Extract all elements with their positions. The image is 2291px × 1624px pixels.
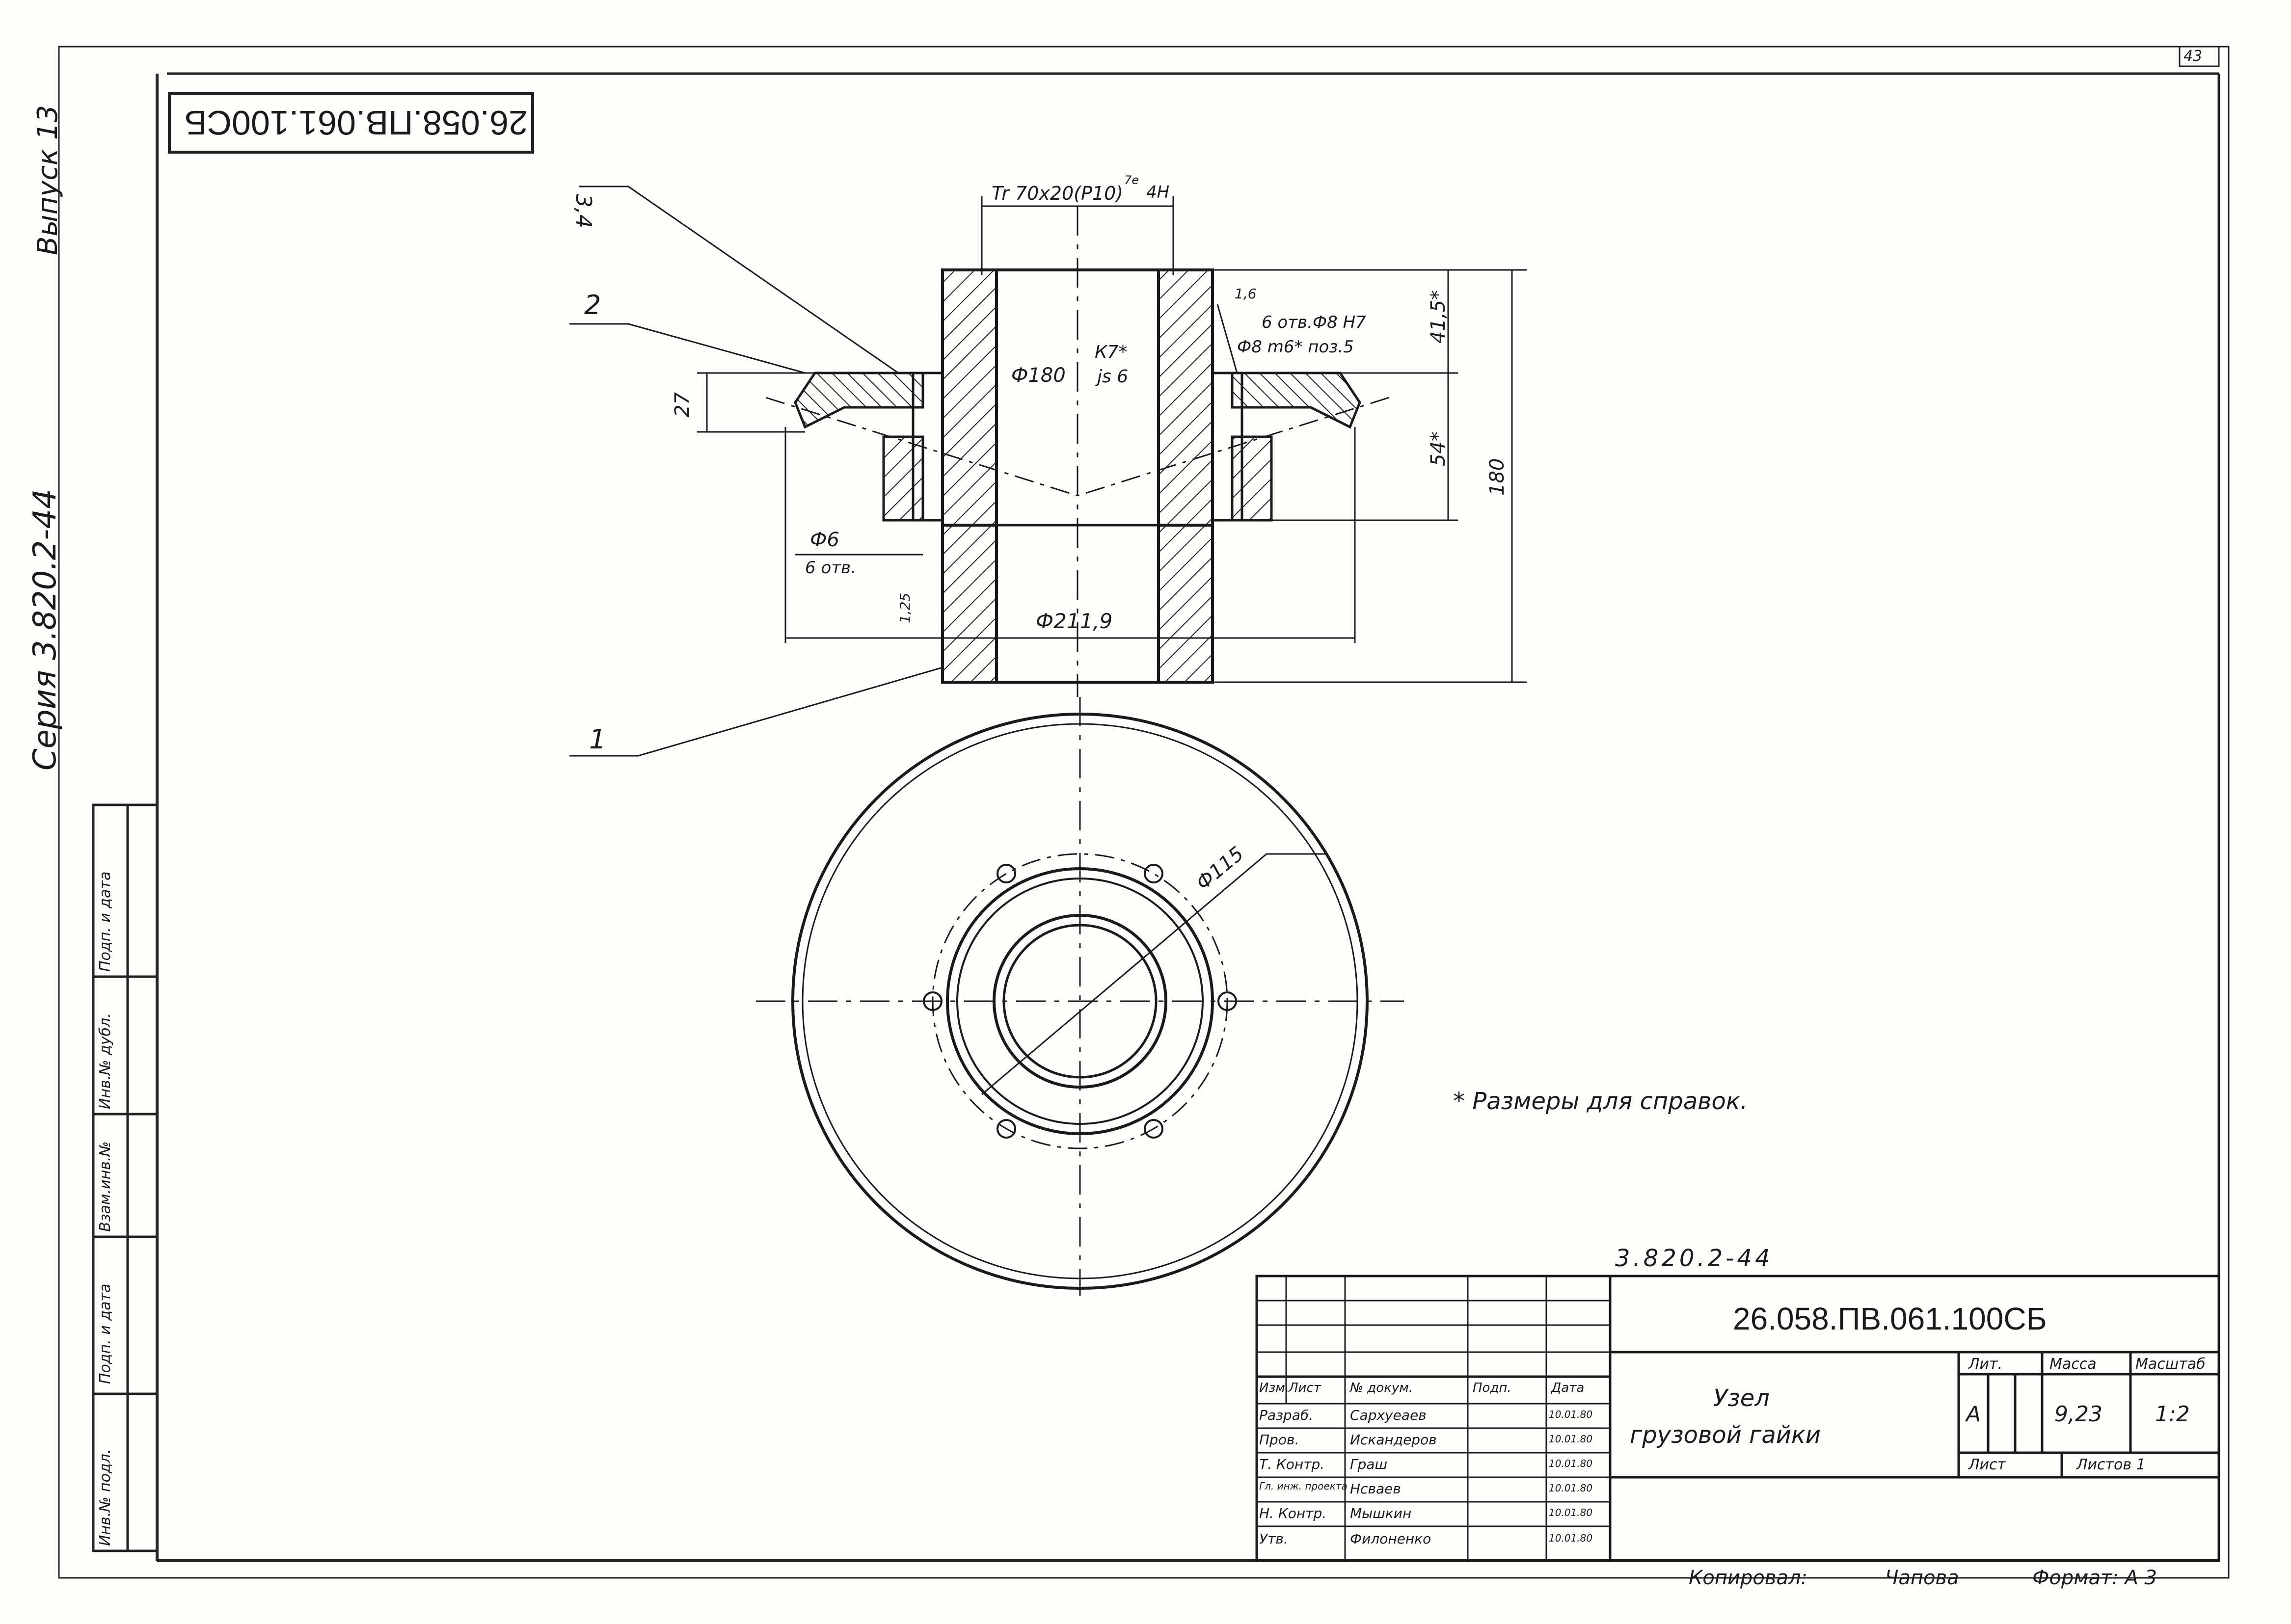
dia-180-label: Ф180: [1011, 364, 1066, 387]
row-name: Граш: [1350, 1456, 1388, 1472]
row-role: Пров.: [1259, 1432, 1299, 1448]
thread-tol2-label: 4Н: [1146, 183, 1170, 202]
row-name: Филоненко: [1350, 1531, 1431, 1547]
sheet-frame: [58, 46, 2230, 1579]
reference-note: * Размеры для справок.: [1453, 1088, 1748, 1115]
dim-27: 27: [671, 392, 694, 417]
scale-label: Масштаб: [2135, 1356, 2206, 1373]
row-name: Искандеров: [1350, 1432, 1437, 1448]
scale-value: 1:2: [2155, 1402, 2190, 1427]
fit-k7-label: К7*: [1095, 342, 1128, 362]
copied-name: Чапова: [1885, 1567, 1959, 1589]
row-date: 10.01.80: [1549, 1482, 1593, 1494]
pin-m6-label: Ф8 m6* поз.5: [1237, 337, 1354, 357]
dia-211-9-label: Ф211,9: [1036, 609, 1113, 633]
thread-label: Tr 70x20(P10): [992, 183, 1124, 204]
col-sign: Подп.: [1473, 1381, 1511, 1395]
copied-label: Копировал:: [1689, 1567, 1808, 1589]
row-role: Т. Контр.: [1259, 1456, 1325, 1472]
sheet-number: 43: [2183, 48, 2203, 65]
part-label-2: 2: [584, 290, 601, 320]
row-role: Разраб.: [1259, 1407, 1314, 1423]
title-name-line2: грузовой гайки: [1630, 1421, 1821, 1449]
stamp-cell-2: Подп. и дата: [97, 1283, 114, 1384]
col-doc: № докум.: [1350, 1381, 1413, 1395]
title-doc-code: 26.058.ПВ.061.100СБ: [1733, 1301, 2047, 1336]
col-izm: Изм.: [1259, 1381, 1290, 1395]
rotated-code-box: [168, 92, 534, 154]
roughness-1-6: 1,6: [1235, 286, 1257, 302]
dia-6-label: Ф6: [810, 529, 839, 551]
mass-value: 9,23: [2054, 1402, 2102, 1427]
col-list: Лист: [1289, 1381, 1321, 1395]
issue-label: Выпуск 13: [32, 105, 64, 255]
section-view: [569, 186, 1527, 757]
sheets-label: Листов 1: [2076, 1456, 2146, 1473]
row-date: 10.01.80: [1549, 1458, 1593, 1469]
row-date: 10.01.80: [1549, 1532, 1593, 1544]
stamp-cell-3: Взам.инв.№: [97, 1141, 114, 1232]
mass-label: Масса: [2049, 1356, 2097, 1373]
rotated-doc-code: 26.058.ПВ.061.100СБ: [184, 104, 528, 142]
holes-6-label: 6 отв.: [805, 558, 856, 578]
fit-js6-label: js 6: [1097, 367, 1129, 387]
sheet-label: Лист: [1968, 1456, 2006, 1473]
row-date: 10.01.80: [1549, 1409, 1593, 1420]
format-label: Формат: А 3: [2032, 1567, 2157, 1589]
holes-h7-label: 6 отв.Ф8 Н7: [1262, 313, 1366, 332]
stamp-cell-1: Инв.№ подл.: [97, 1449, 114, 1546]
title-block-grid: [1255, 1275, 2220, 1562]
row-role: Утв.: [1259, 1531, 1288, 1547]
dim-54: 54*: [1427, 431, 1450, 466]
left-stamp: [92, 803, 159, 1552]
series-label: Серия 3.820.2-44: [27, 489, 63, 771]
series-code: 3.820.2-44: [1615, 1245, 1773, 1272]
lit-label: Лит.: [1968, 1356, 2003, 1373]
title-name-line1: Узел: [1713, 1384, 1770, 1412]
part-label-3-4: 3,4: [571, 194, 596, 228]
row-role: Н. Контр.: [1259, 1505, 1327, 1521]
lit-value: А: [1966, 1402, 1981, 1427]
roughness-1-25: 1,25: [897, 592, 913, 623]
row-date: 10.01.80: [1549, 1507, 1593, 1518]
part-label-1: 1: [589, 724, 606, 755]
dim-41-5: 41,5*: [1427, 290, 1450, 344]
row-name: Мышкин: [1350, 1505, 1412, 1521]
stamp-cell-5: Подп. и дата: [97, 871, 114, 972]
stamp-cell-4: Инв.№ дубл.: [97, 1013, 114, 1109]
row-role: Гл. инж. проекта: [1259, 1480, 1348, 1492]
row-date: 10.01.80: [1549, 1433, 1593, 1445]
row-name: Сархуеаев: [1350, 1407, 1427, 1423]
dim-180: 180: [1486, 458, 1509, 496]
thread-tol-label: 7е: [1124, 173, 1139, 187]
row-name: Нсваев: [1350, 1481, 1401, 1497]
plan-view: [756, 697, 1404, 1296]
col-date: Дата: [1551, 1381, 1585, 1395]
